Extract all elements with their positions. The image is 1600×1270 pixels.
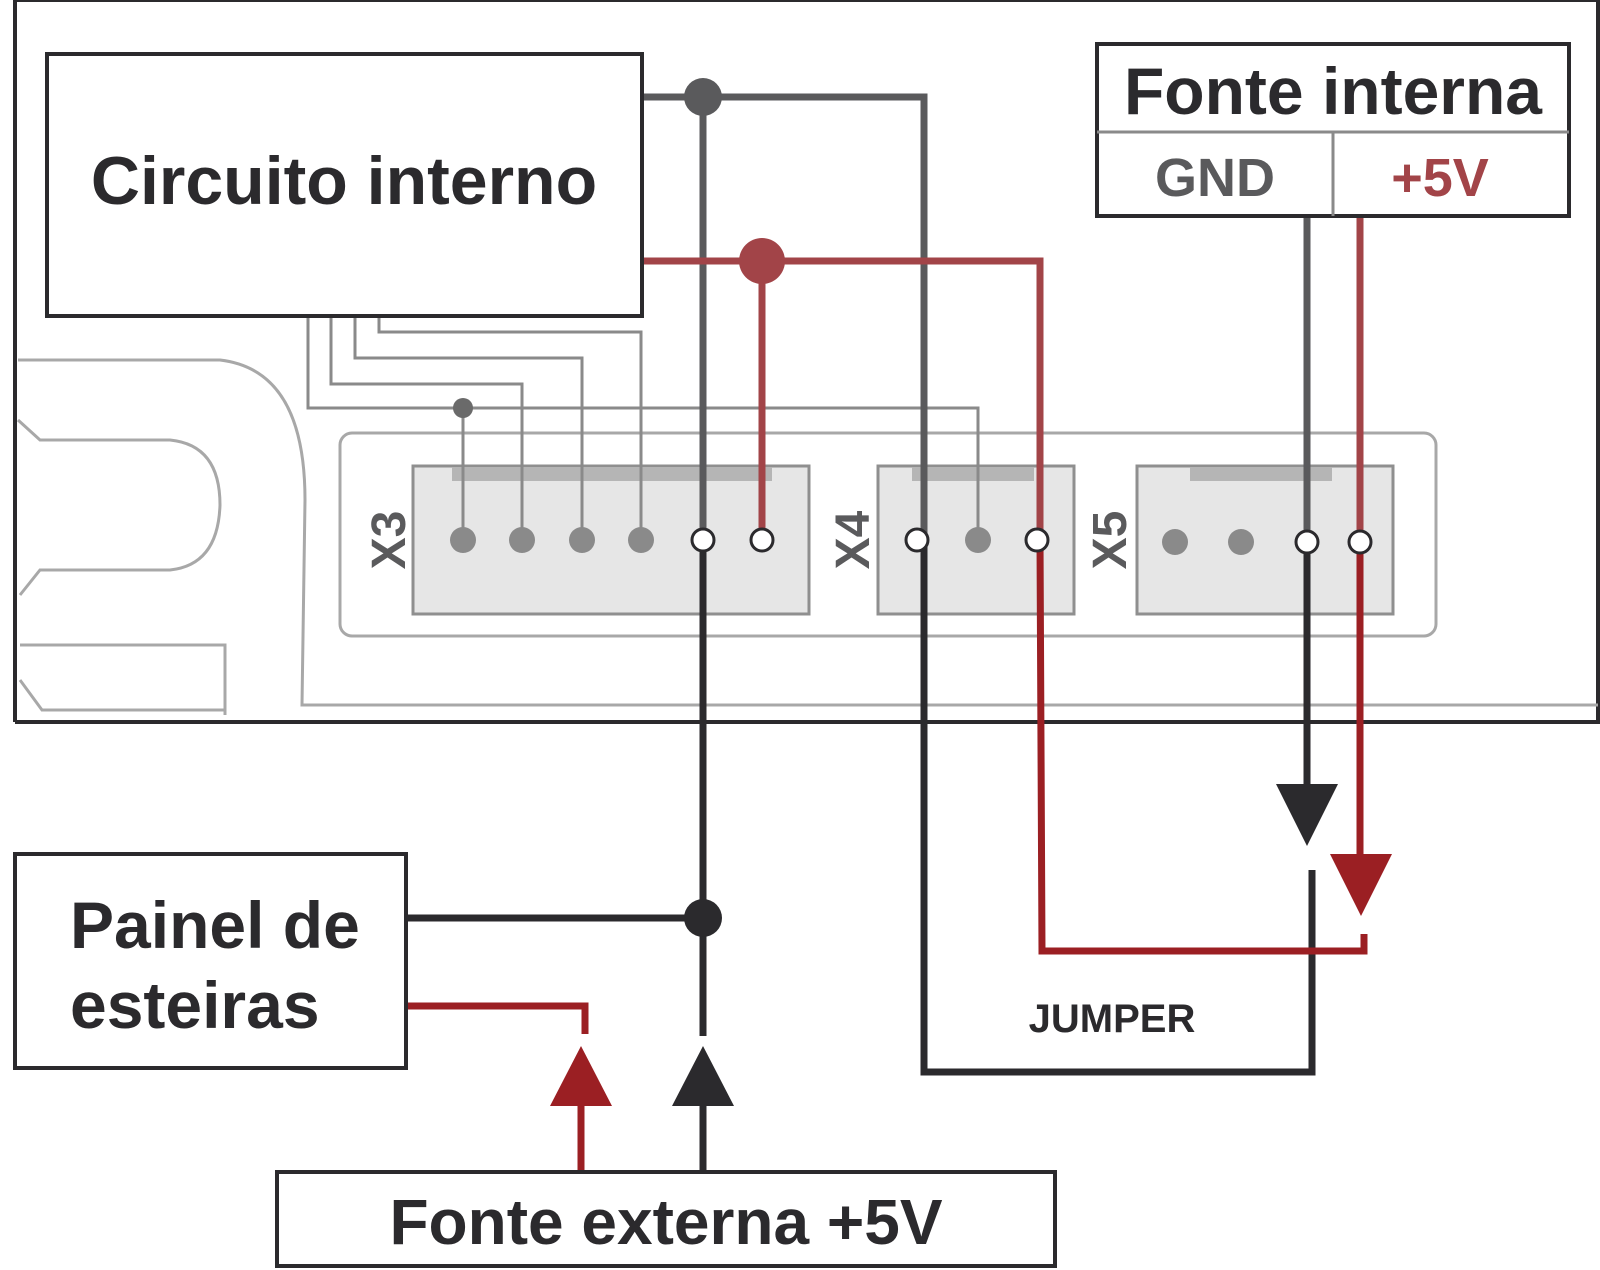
pin-x3-5 xyxy=(690,527,716,553)
pin-x3-3 xyxy=(569,527,595,553)
5v-junction-dot xyxy=(739,238,785,284)
external-5v-wires xyxy=(406,539,1368,1172)
fonte-interna-label: Fonte interna xyxy=(1124,54,1543,128)
circuito-interno-label: Circuito interno xyxy=(91,143,597,219)
pin-x4-2 xyxy=(965,527,991,553)
pin-x3-2 xyxy=(509,527,535,553)
internal-gnd-wires xyxy=(642,93,1311,540)
device-enclosure xyxy=(13,0,1600,724)
connector-pins xyxy=(450,527,1373,555)
fonte-interna-box: Fonte interna GND +5V xyxy=(1095,42,1571,218)
connector-x3-housing xyxy=(411,464,811,616)
pin-x3-4 xyxy=(628,527,654,553)
fonte-externa-box: Fonte externa +5V xyxy=(275,1170,1057,1268)
painel-label-line1: Painel de xyxy=(70,888,360,962)
external-gnd-wires xyxy=(406,540,1316,1172)
jumper-label: JUMPER xyxy=(1029,997,1196,1041)
arrow-down-gnd xyxy=(1276,784,1338,846)
pin-x5-1 xyxy=(1162,529,1188,555)
arrow-up-5v xyxy=(550,1046,612,1106)
connector-x4-label: X4 xyxy=(827,510,880,569)
signal-traces xyxy=(306,318,980,540)
fonte-externa-label: Fonte externa +5V xyxy=(389,1186,942,1258)
pin-x5-4 xyxy=(1347,529,1373,555)
pin-x5-2 xyxy=(1228,529,1254,555)
signal-junction-dot xyxy=(453,398,473,418)
pin-x4-1 xyxy=(904,527,930,553)
painel-label-line2: esteiras xyxy=(70,968,320,1042)
pin-x4-3 xyxy=(1024,527,1050,553)
pin-x5-3 xyxy=(1294,529,1320,555)
connector-x5-label: X5 xyxy=(1084,511,1137,570)
connector-x3-label: X3 xyxy=(363,511,416,570)
painel-de-esteiras-box: Painel de esteiras xyxy=(13,852,408,1070)
panel-junction-dot xyxy=(684,899,722,937)
board-outline xyxy=(16,358,1598,715)
pin-x3-6 xyxy=(749,527,775,553)
pin-x3-1 xyxy=(450,527,476,553)
arrow-down-5v xyxy=(1330,854,1392,916)
gnd-label: GND xyxy=(1155,148,1275,208)
plus5v-label: +5V xyxy=(1391,148,1489,208)
gnd-junction-dot xyxy=(684,78,722,116)
arrow-up-gnd xyxy=(672,1046,734,1106)
circuito-interno-box: Circuito interno xyxy=(45,52,644,318)
